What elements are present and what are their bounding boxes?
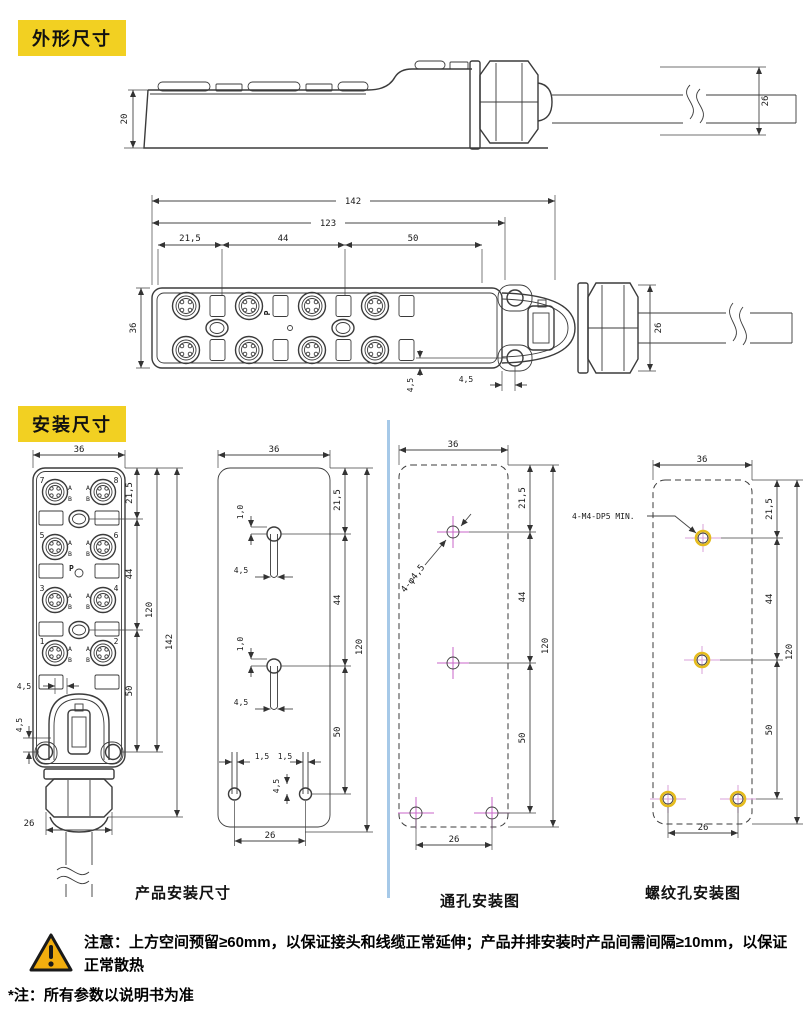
keyholeview-foot-w2: 1,5 xyxy=(278,752,293,761)
topview-dim-off-v: 4,5 xyxy=(406,378,415,393)
pin-label-a: A xyxy=(86,484,90,492)
keyholeview-dim-spacing: 26 xyxy=(265,831,276,841)
threadview-dim-width: 36 xyxy=(697,455,708,465)
throughview-dim-mid: 44 xyxy=(518,592,528,603)
port-number: 5 xyxy=(40,531,45,540)
keyholeview-dim-width: 36 xyxy=(269,445,280,455)
warning-icon xyxy=(29,933,73,972)
keyholeview-dim-mid: 44 xyxy=(333,595,343,606)
port-number: 3 xyxy=(40,584,45,593)
keyholeview-dim-bottom: 50 xyxy=(333,727,343,738)
throughview-dim-spacing: 26 xyxy=(449,835,460,845)
threaded-hole xyxy=(650,524,756,813)
install-section-title: 安装尺寸 xyxy=(18,406,126,442)
side-view-drawing: 20 26 xyxy=(120,60,797,150)
port-number: 2 xyxy=(114,637,119,646)
productview-dim-width: 36 xyxy=(74,445,85,455)
keyholeview-foot-w1: 1,5 xyxy=(255,752,270,761)
throughview-hole-label: 4-φ4,5 xyxy=(399,563,427,595)
caption-product-mount: 产品安装尺寸 xyxy=(135,885,232,902)
topview-dim-seg1: 21,5 xyxy=(179,234,201,244)
product-mount-drawing: 36 7 8 5 6 3 4 1 2 A A B B A A B B A A B… xyxy=(15,445,183,897)
productview-dim-gland: 26 xyxy=(24,819,35,829)
keyholeview-dim-top: 21,5 xyxy=(333,489,343,511)
topview-dim-off-h: 4,5 xyxy=(459,375,474,384)
throughview-dim-width: 36 xyxy=(448,440,459,450)
threadview-dim-top: 21,5 xyxy=(765,498,775,520)
productview-center-label: P xyxy=(69,564,74,573)
through-hole-drawing: 36 4-φ4,5 21,5 44 50 120 26 xyxy=(398,440,559,850)
pin-label-b: B xyxy=(86,656,90,664)
threadview-dim-bottom: 50 xyxy=(765,725,775,736)
topview-dim-total: 142 xyxy=(345,197,361,207)
pin-label-a: A xyxy=(86,592,90,600)
topview-dim-width: 36 xyxy=(129,323,139,334)
topview-dim-gland: 26 xyxy=(654,323,664,334)
pin-label-a: A xyxy=(68,484,72,492)
pin-label-b: B xyxy=(68,495,72,503)
pin-label-b: B xyxy=(68,603,72,611)
keyholeview-slot2-w: 4,5 xyxy=(234,698,249,707)
caption-threaded-hole: 螺纹孔安装图 xyxy=(645,885,742,902)
through-hole xyxy=(398,516,510,829)
threadview-dim-mid: 44 xyxy=(765,594,775,605)
pin-label-a: A xyxy=(86,645,90,653)
keyholeview-dim-len: 120 xyxy=(355,639,365,655)
pin-label-a: A xyxy=(68,645,72,653)
keyhole-mount-drawing: 36 1,0 4,5 1,0 4,5 1,5 1,5 4,5 26 21,5 4… xyxy=(217,445,373,846)
topview-dim-seg2: 44 xyxy=(278,234,289,244)
top-view-drawing: 142 123 21,5 44 50 36 P xyxy=(129,194,793,393)
keyholeview-slot1-lip: 1,0 xyxy=(236,505,245,520)
threadview-dim-len: 120 xyxy=(785,644,795,660)
productview-dim-bottom: 50 xyxy=(125,686,135,697)
sideview-dim-cable: 26 xyxy=(761,96,771,107)
topview-dim-seg3: 50 xyxy=(408,234,419,244)
pin-label-b: B xyxy=(68,550,72,558)
warning-note: 注意：上方空间预留≥60mm，以保证接头和线缆正常延伸；产品并排安装时产品间需间… xyxy=(28,932,800,977)
keyholeview-slot2-lip: 1,0 xyxy=(236,637,245,652)
port-number: 6 xyxy=(114,531,119,540)
topview-center-label: P xyxy=(263,310,272,315)
warning-text: 注意：上方空间预留≥60mm，以保证接头和线缆正常延伸；产品并排安装时产品间需间… xyxy=(84,934,788,974)
footnote-text: *注：所有参数以说明书为准 xyxy=(8,987,194,1004)
throughview-dim-len: 120 xyxy=(541,638,551,654)
sideview-dim-height: 20 xyxy=(120,114,130,125)
section-divider xyxy=(387,420,390,898)
productview-dim-total: 142 xyxy=(165,634,175,650)
topview-dim-body: 123 xyxy=(320,219,336,229)
keyholeview-slot1-w: 4,5 xyxy=(234,566,249,575)
port-number: 1 xyxy=(40,637,45,646)
threadview-hole-label: 4-M4-DP5 MIN. xyxy=(572,512,635,521)
productview-dim-mid: 44 xyxy=(125,569,135,580)
pin-label-b: B xyxy=(86,495,90,503)
outline-section-title: 外形尺寸 xyxy=(18,20,126,56)
throughview-dim-bottom: 50 xyxy=(518,733,528,744)
productview-dim-slot: 4,5 xyxy=(17,682,32,691)
productview-dim-len: 120 xyxy=(145,602,155,618)
threaded-hole-drawing: 36 4-M4-DP5 MIN. 21,5 44 50 120 26 xyxy=(572,455,803,838)
caption-through-hole: 通孔安装图 xyxy=(440,893,521,910)
productview-dim-top: 21,5 xyxy=(125,482,135,504)
keyholeview-foot-off: 4,5 xyxy=(272,779,281,794)
pin-label-b: B xyxy=(86,550,90,558)
pin-label-a: A xyxy=(68,592,72,600)
pin-label-b: B xyxy=(86,603,90,611)
productview-dim-ear: 4,5 xyxy=(15,718,24,733)
pin-label-a: A xyxy=(86,539,90,547)
pin-label-a: A xyxy=(68,539,72,547)
port-number: 8 xyxy=(114,476,119,485)
port-number: 7 xyxy=(40,476,45,485)
pin-label-b: B xyxy=(68,656,72,664)
port-number: 4 xyxy=(114,584,119,593)
threadview-dim-spacing: 26 xyxy=(698,823,709,833)
throughview-dim-top: 21,5 xyxy=(518,487,528,509)
